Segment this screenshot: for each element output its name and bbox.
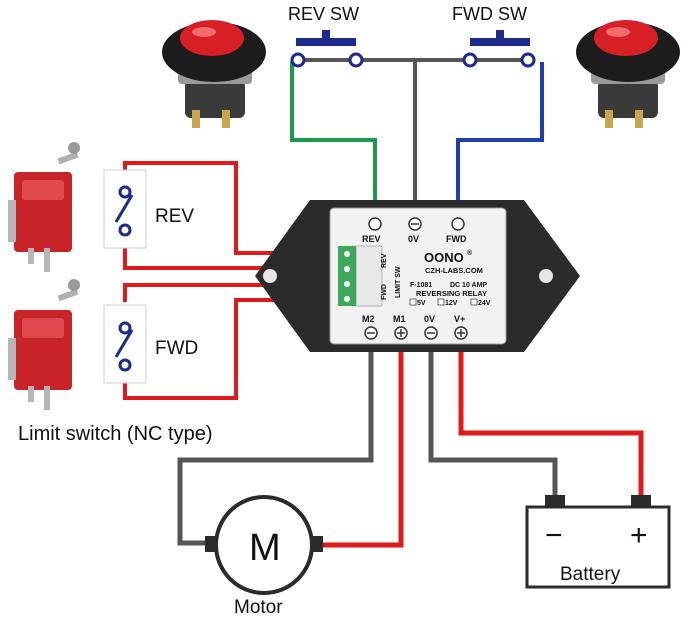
- wire-fwd-blue: [456, 62, 544, 205]
- limit-rev-label: REV: [381, 253, 388, 268]
- fwd-limit-switch-photo: [8, 279, 80, 410]
- battery-symbol: [525, 495, 671, 589]
- fwd-limit-label: FWD: [155, 338, 198, 359]
- terminal-0v-label: 0V: [408, 234, 419, 244]
- limit-fwd-label: FWD: [381, 284, 388, 300]
- brand-mark: ®: [467, 249, 473, 257]
- model-label: F-1081: [410, 282, 432, 289]
- terminal-m2-label: M2: [362, 314, 375, 324]
- battery-minus-label: −: [545, 519, 563, 552]
- battery-caption: Battery: [560, 564, 621, 585]
- voltage-5v: 5V: [417, 300, 426, 307]
- wire-m2-gray: [177, 345, 374, 546]
- wire-vplus-red: [458, 345, 644, 495]
- rev-push-button-photo: [162, 20, 266, 128]
- battery-plus-label: +: [630, 519, 648, 552]
- type-label: REVERSING RELAY: [416, 289, 487, 298]
- rating-label: DC 10 AMP: [450, 282, 487, 289]
- limit-switch-caption: Limit switch (NC type): [18, 423, 212, 445]
- motor-symbol: [205, 495, 323, 595]
- voltage-12v: 12V: [445, 300, 458, 307]
- rev-switch-symbol: [290, 30, 364, 68]
- voltage-24v: 24V: [478, 300, 491, 307]
- brand-name: OONO: [424, 250, 464, 265]
- rev-limit-switch-photo: [8, 142, 80, 272]
- relay-module: REV 0V FWD REV FWD LIMIT SW OONO ® CZH-L…: [255, 200, 580, 352]
- terminal-rev-label: REV: [362, 234, 381, 244]
- terminal-vplus-label: V+: [454, 314, 465, 324]
- terminal-fwd-label: FWD: [446, 234, 467, 244]
- fwd-switch-symbol: [462, 30, 536, 68]
- motor-caption: Motor: [234, 597, 283, 618]
- wire-0v-top: [300, 58, 417, 205]
- wire-m1-red: [323, 345, 404, 548]
- terminal-0v-bottom-label: 0V: [424, 314, 435, 324]
- wire-rev-green: [290, 62, 377, 205]
- wire-0v-gray: [428, 345, 558, 495]
- site-label: CZH-LABS.COM: [425, 266, 483, 275]
- fwd-push-button-photo: [576, 20, 680, 128]
- terminal-m1-label: M1: [393, 314, 406, 324]
- limit-sw-label: LIMIT SW: [395, 266, 402, 298]
- rev-limit-label: REV: [155, 206, 194, 227]
- fwd-limit-switch-symbol: [103, 304, 147, 384]
- fwd-sw-label: FWD SW: [452, 4, 527, 24]
- motor-m-label: M: [249, 527, 281, 569]
- rev-limit-switch-symbol: [103, 169, 147, 249]
- wire-fwd-limit-b: [123, 298, 345, 400]
- rev-sw-label: REV SW: [288, 4, 359, 24]
